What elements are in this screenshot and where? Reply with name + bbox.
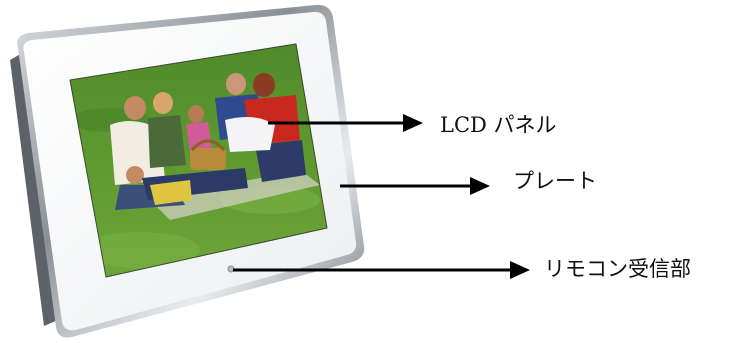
lcd-screen-photo — [70, 44, 327, 277]
arrow-lcd-panel — [268, 114, 423, 132]
lcd-screen-border — [69, 43, 328, 278]
arrow-plate — [340, 177, 490, 195]
frame-back-edge — [10, 52, 58, 326]
label-plate: プレート — [513, 169, 597, 193]
label-remote-receiver: リモコン受信部 — [544, 257, 691, 281]
label-lcd-panel: LCD パネル — [440, 113, 557, 137]
arrow-remote-receiver — [233, 261, 530, 279]
